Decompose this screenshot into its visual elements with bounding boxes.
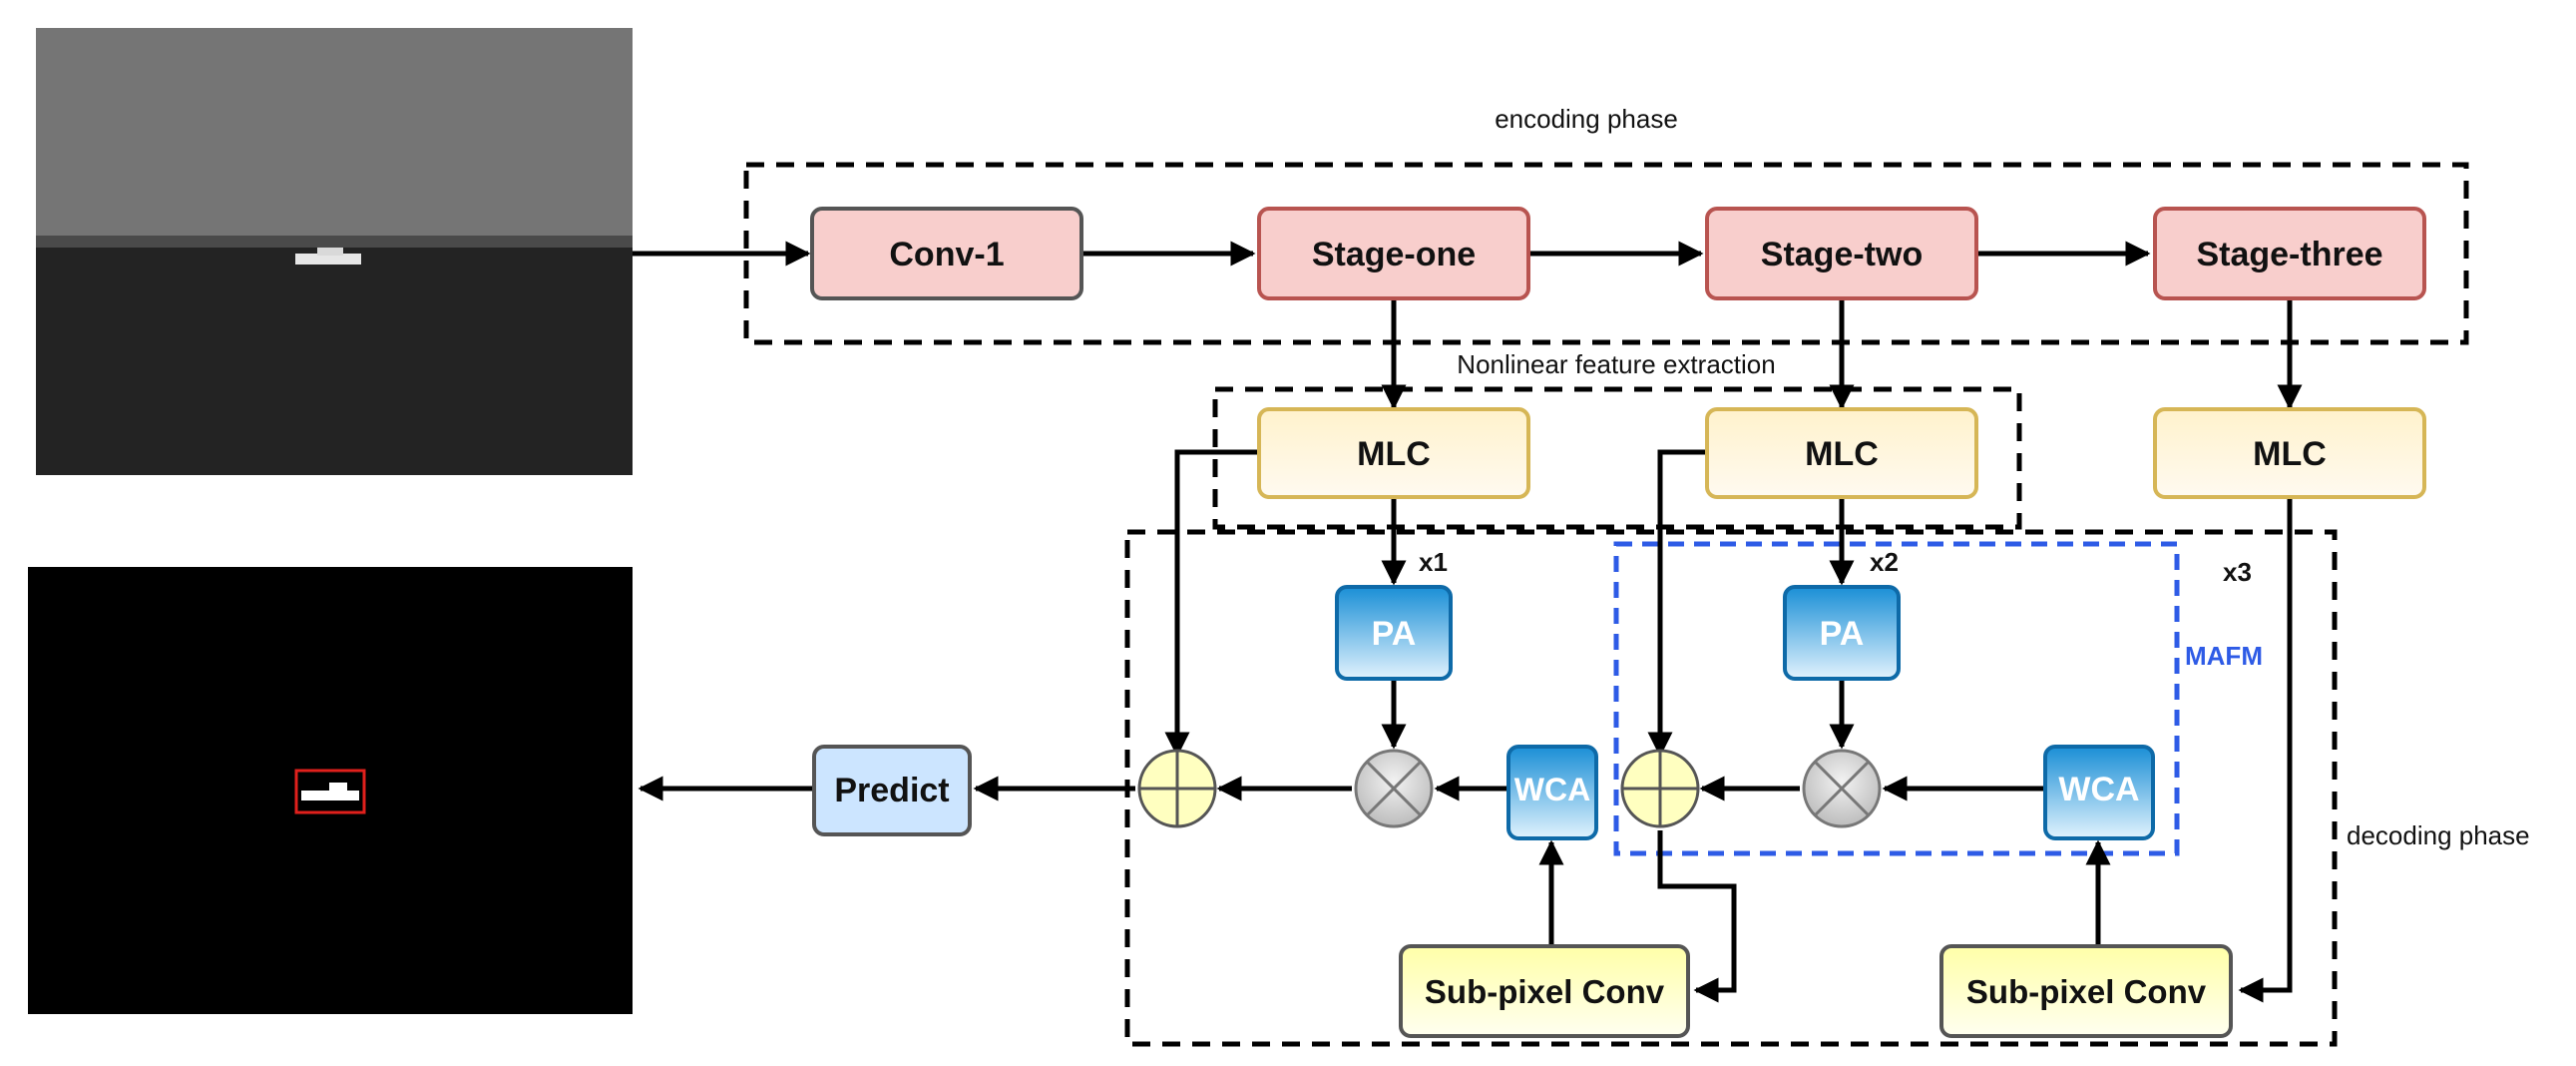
encoding-phase-label: encoding phase: [1495, 104, 1678, 134]
stage-two-label: Stage-two: [1761, 236, 1923, 273]
stage-three-block: Stage-three: [2153, 207, 2426, 300]
subpixel-conv-block-2: Sub-pixel Conv: [1939, 944, 2233, 1038]
mlc-block-3: MLC: [2153, 407, 2426, 499]
mlc-label: MLC: [1357, 435, 1431, 473]
input-image: [36, 28, 633, 475]
conv1-label: Conv-1: [889, 236, 1004, 273]
wca-label: WCA: [2058, 771, 2139, 808]
wca-block-1: WCA: [1506, 745, 1598, 840]
decoding-phase-label: decoding phase: [2347, 820, 2530, 850]
x1-label: x1: [1419, 547, 1448, 577]
multiply-operator-2: [1802, 749, 1882, 828]
pa-label: PA: [1820, 615, 1865, 653]
predict-block: Predict: [812, 745, 972, 836]
nonlinear-border: [1212, 386, 2022, 530]
stage-one-label: Stage-one: [1312, 236, 1476, 273]
mlc-label: MLC: [2253, 435, 2327, 473]
wca-block-2: WCA: [2043, 745, 2155, 840]
nonlinear-label: Nonlinear feature extraction: [1457, 349, 1775, 379]
pa-label: PA: [1372, 615, 1417, 653]
mafm-label: MAFM: [2185, 641, 2263, 671]
encoding-border: [743, 162, 2469, 345]
conv1-block: Conv-1: [810, 207, 1083, 300]
add-operator-1: [1137, 749, 1217, 828]
add-operator-2: [1620, 749, 1700, 828]
x3-label: x3: [2223, 557, 2252, 587]
x2-label: x2: [1870, 547, 1899, 577]
mlc-block-1: MLC: [1257, 407, 1530, 499]
mlc-label: MLC: [1805, 435, 1879, 473]
subpixel-label: Sub-pixel Conv: [1425, 973, 1665, 1010]
ship-icon: [295, 248, 361, 265]
pa-block-1: PA: [1335, 585, 1453, 681]
subpixel-conv-block-1: Sub-pixel Conv: [1399, 944, 1690, 1038]
pa-block-2: PA: [1783, 585, 1901, 681]
multiply-operator-1: [1354, 749, 1434, 828]
wca-label: WCA: [1514, 772, 1590, 807]
subpixel-label: Sub-pixel Conv: [1966, 973, 2207, 1010]
stage-two-block: Stage-two: [1705, 207, 1978, 300]
stage-one-block: Stage-one: [1257, 207, 1530, 300]
stage-three-label: Stage-three: [2196, 236, 2382, 273]
detection-box: [294, 769, 366, 814]
output-mask-image: [28, 567, 633, 1014]
predict-label: Predict: [834, 772, 949, 809]
mafm-border: [1613, 541, 2180, 856]
mlc-block-2: MLC: [1705, 407, 1978, 499]
